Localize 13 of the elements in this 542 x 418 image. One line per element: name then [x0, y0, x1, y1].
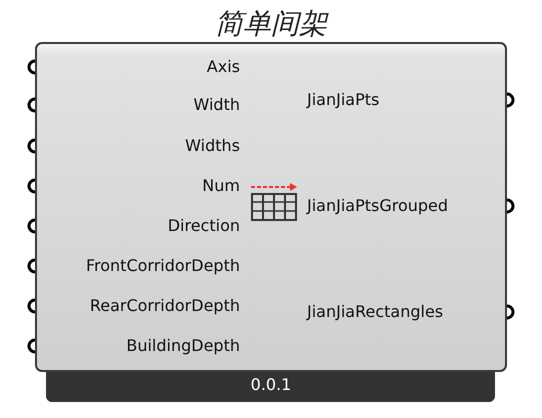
input-parameter-label: Num: [202, 176, 240, 196]
input-parameter-label: Direction: [168, 216, 240, 236]
output-parameter-label: JianJiaRectangles: [307, 302, 444, 322]
input-parameter-label: Widths: [185, 136, 240, 156]
input-parameter-label: Axis: [206, 57, 240, 77]
input-parameter-label: RearCorridorDepth: [90, 296, 240, 316]
component-title: 简单间架: [214, 6, 330, 42]
output-parameter-label: JianJiaPts: [307, 90, 380, 110]
input-parameter-label: Width: [194, 95, 240, 115]
input-parameter-label: FrontCorridorDepth: [86, 256, 240, 276]
input-parameter-label: BuildingDepth: [126, 336, 240, 356]
version-label: 0.0.1: [250, 375, 292, 395]
output-parameter-label: JianJiaPtsGrouped: [307, 196, 448, 216]
